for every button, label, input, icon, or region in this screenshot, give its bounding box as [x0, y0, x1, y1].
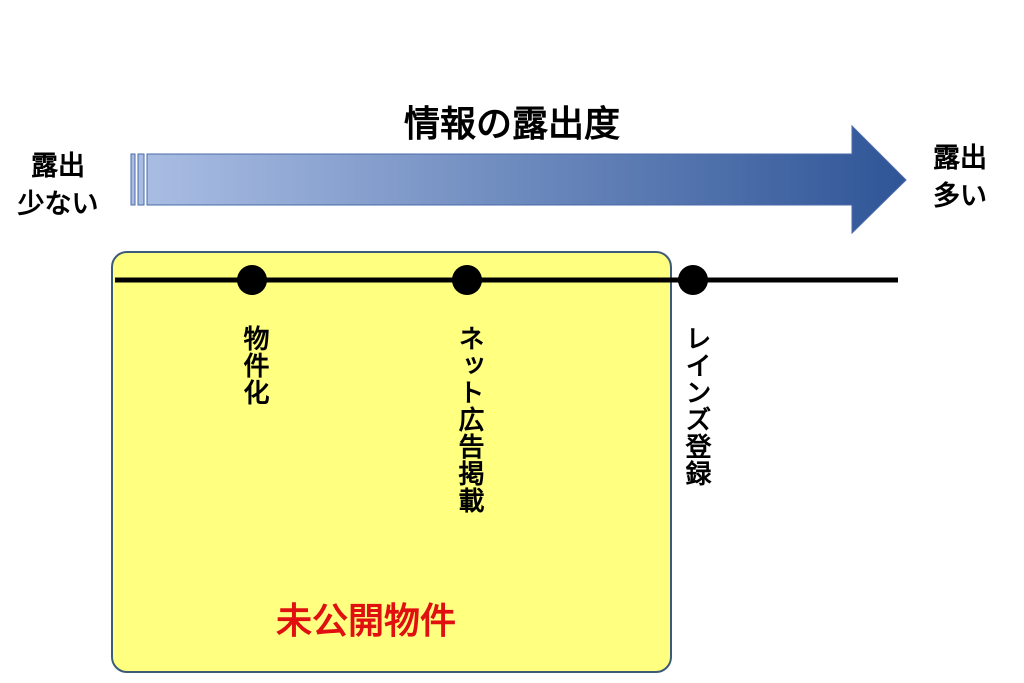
milestone-dot-listing: [237, 265, 267, 295]
milestone-dot-reins: [678, 265, 708, 295]
milestone-label-listing: 物件化: [239, 325, 269, 406]
exposure-arrow: [130, 124, 907, 235]
unpublished-region-box: [111, 251, 672, 673]
high-exposure-line2: 多い: [933, 181, 987, 212]
low-exposure-line1: 露出: [31, 151, 85, 182]
high-exposure-label: 露出 多い: [910, 140, 1010, 216]
diagram-title: 情報の露出度: [403, 104, 620, 145]
low-exposure-line2: 少ない: [17, 189, 99, 220]
low-exposure-label: 露出 少ない: [8, 148, 108, 224]
milestone-dot-net-ad: [452, 265, 482, 295]
milestone-label-net-ad: ネット広告掲載: [454, 325, 484, 514]
milestone-label-reins: レインズ登録: [681, 325, 711, 487]
high-exposure-line1: 露出: [933, 143, 987, 174]
unpublished-property-label: 未公開物件: [276, 601, 457, 642]
